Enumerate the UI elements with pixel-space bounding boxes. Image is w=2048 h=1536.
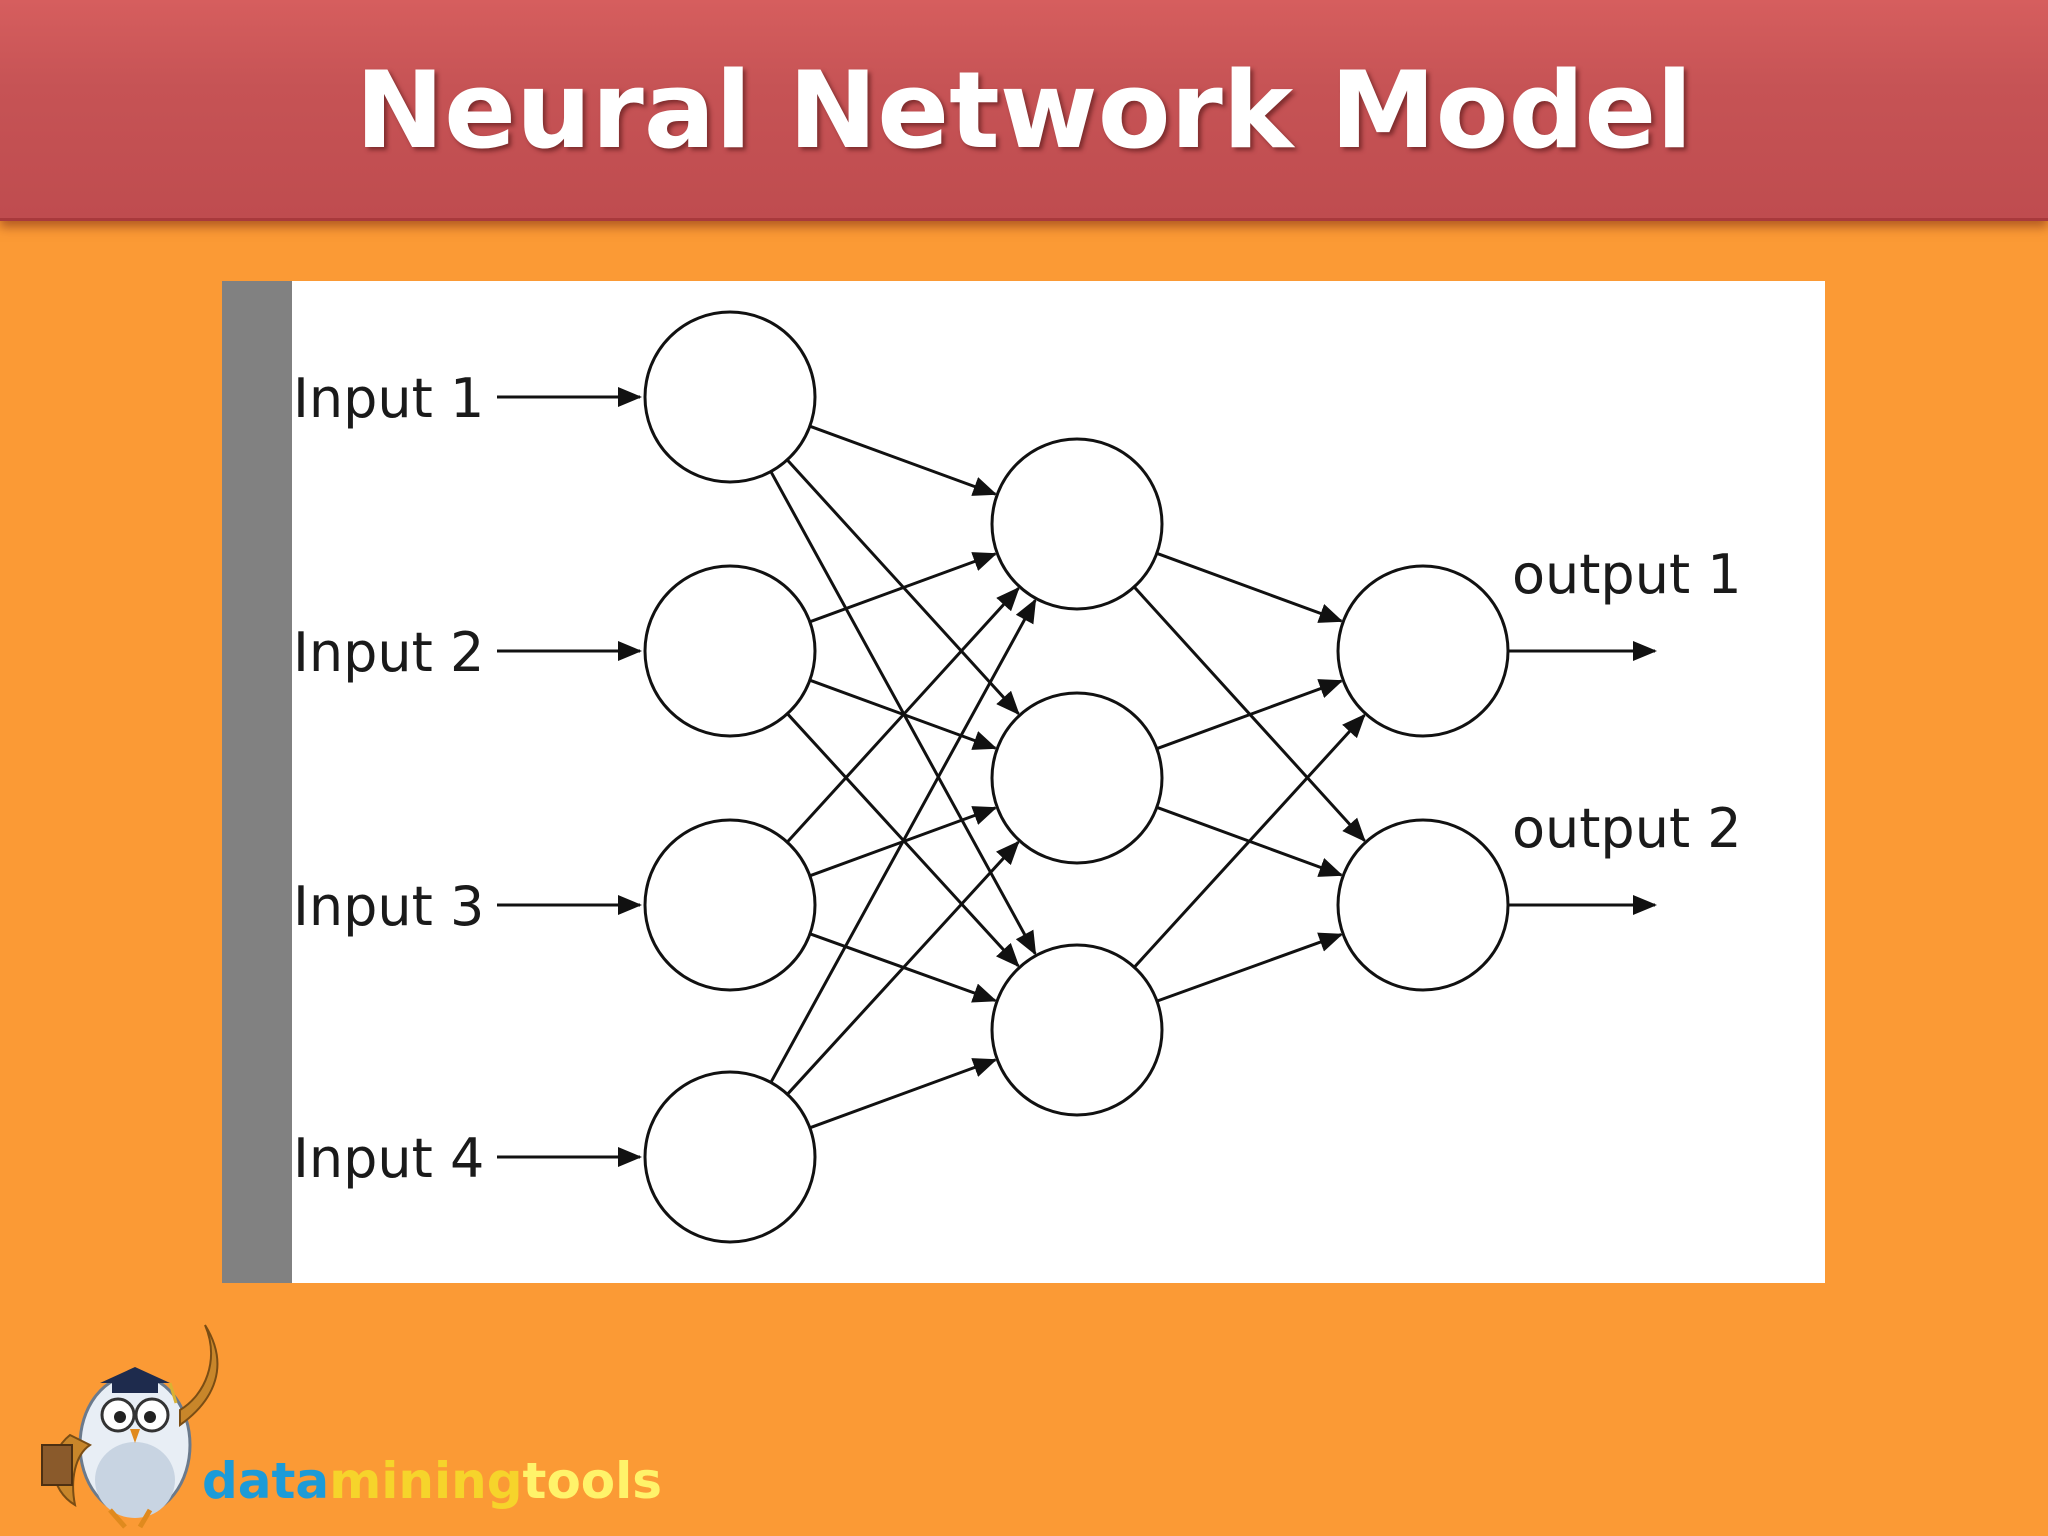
input-hidden-connection [809, 424, 998, 496]
output-label: output 1 [1512, 543, 1742, 606]
hidden-output-connection [1156, 679, 1344, 751]
output-neuron [1336, 818, 1510, 992]
hidden-output-connection [1156, 932, 1344, 1003]
input-hidden-connection [786, 840, 1020, 1096]
input-label: Input 4 [293, 1127, 484, 1190]
input-hidden-connection [809, 552, 998, 624]
input-label: Input 2 [293, 621, 484, 684]
input-hidden-connection [769, 598, 1037, 1084]
hidden-neuron [990, 437, 1164, 611]
input-neuron [643, 1070, 817, 1244]
diagram-panel-stripe [222, 281, 292, 1283]
neurons [643, 310, 1510, 1244]
connections [497, 387, 1657, 1167]
hidden-output-connection [1156, 551, 1344, 623]
input-hidden-connection [809, 1058, 998, 1130]
output-neuron [1336, 564, 1510, 738]
hidden-neuron [990, 943, 1164, 1117]
logo-text-data: data [202, 1452, 329, 1510]
input-label: Input 1 [293, 367, 484, 430]
input-neuron [643, 564, 817, 738]
logo-text-tools: tools [523, 1452, 663, 1510]
title-bar: Neural Network Model [0, 0, 2048, 221]
slide-title: Neural Network Model [355, 49, 1693, 172]
svg-text:dataminingtools: dataminingtools [202, 1452, 662, 1510]
input-neuron [643, 310, 817, 484]
owl-mascot-icon [41, 1324, 219, 1529]
input-label: Input 3 [293, 875, 484, 938]
output-label: output 2 [1512, 797, 1742, 860]
hidden-output-connection [1133, 713, 1366, 969]
logo-text-mining: mining [329, 1452, 522, 1510]
node-labels: Input 1 Input 2 Input 3 Input 4 output 1 outp… [293, 367, 1742, 1190]
input-neuron [643, 818, 817, 992]
hidden-neuron [990, 691, 1164, 865]
input-hidden-connection [786, 586, 1020, 844]
logo: dataminingtools [41, 1324, 662, 1529]
